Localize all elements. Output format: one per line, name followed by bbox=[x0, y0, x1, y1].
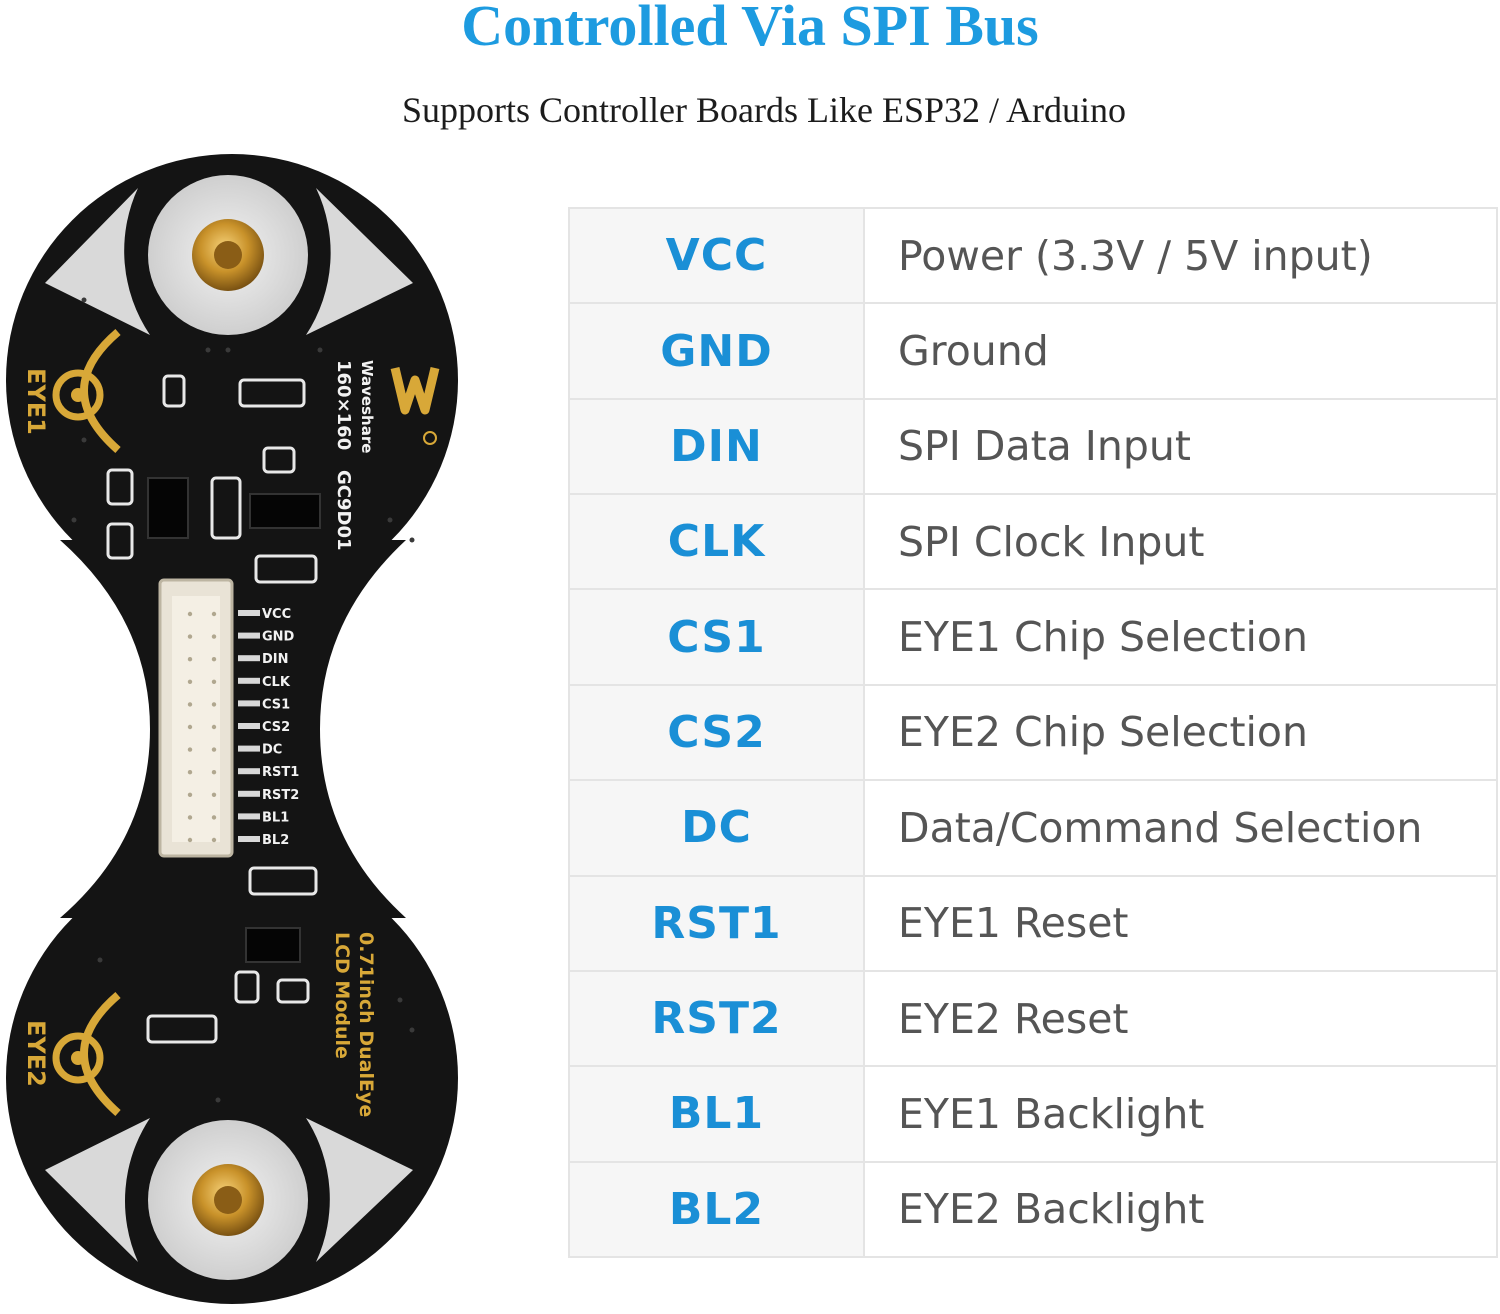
connector-contact bbox=[211, 702, 217, 707]
pin-name: CS1 bbox=[568, 588, 865, 686]
connector-contact bbox=[211, 657, 217, 662]
connector-contact bbox=[187, 611, 193, 617]
page-title: Controlled Via SPI Bus bbox=[461, 0, 1039, 58]
eye2-icon bbox=[52, 991, 121, 1116]
eye2-label: EYE2 bbox=[22, 1020, 50, 1087]
pin-name: RST1 bbox=[568, 874, 865, 972]
smd-components bbox=[106, 374, 321, 1044]
connector-trace bbox=[238, 723, 260, 729]
connector-contact bbox=[187, 837, 193, 843]
pin-name: BL2 bbox=[568, 1160, 865, 1259]
vias bbox=[71, 297, 415, 1103]
connector-trace bbox=[238, 655, 260, 662]
connector-trace bbox=[238, 790, 260, 797]
connector-contact bbox=[187, 792, 193, 797]
module-title-line1: 0.71inch DualEye bbox=[355, 932, 377, 1117]
connector-contact bbox=[211, 792, 217, 797]
pin-name: DC bbox=[568, 779, 865, 877]
connector-contact bbox=[211, 770, 217, 775]
pin-description: EYE1 Reset bbox=[863, 874, 1498, 972]
connector-trace bbox=[238, 700, 260, 707]
pin-description: Ground bbox=[863, 302, 1498, 400]
connector-contact bbox=[211, 724, 217, 730]
connector-trace bbox=[238, 632, 260, 639]
pin-name: VCC bbox=[568, 206, 865, 305]
pin-description: SPI Data Input bbox=[863, 397, 1498, 496]
connector-pin-label: CS2 bbox=[262, 720, 290, 735]
connector-pin-label: CLK bbox=[262, 675, 291, 690]
connector-pin-label: GND bbox=[262, 630, 295, 645]
connector-pin-label: RST1 bbox=[262, 765, 299, 780]
pin-description: EYE2 Chip Selection bbox=[863, 683, 1498, 782]
connector-pin-label: VCC bbox=[262, 607, 291, 622]
pin-header-connector bbox=[158, 578, 234, 858]
connector-contact bbox=[211, 611, 217, 617]
connector-trace bbox=[238, 813, 260, 820]
page-subtitle: Supports Controller Boards Like ESP32 / … bbox=[402, 90, 1126, 130]
connector-trace bbox=[238, 836, 260, 842]
connector-pin-label: RST2 bbox=[262, 788, 299, 803]
connector-pin-label: BL2 bbox=[262, 833, 289, 848]
pin-name: DIN bbox=[568, 397, 865, 496]
pin-name: CLK bbox=[568, 493, 865, 591]
pin-description: EYE1 Chip Selection bbox=[863, 588, 1498, 686]
connector-trace bbox=[238, 610, 260, 616]
connector-contact bbox=[211, 837, 217, 843]
connector-pin-label: DIN bbox=[262, 652, 289, 667]
pin-name: RST2 bbox=[568, 969, 865, 1068]
pin-description: EYE1 Backlight bbox=[863, 1065, 1498, 1163]
connector-contact bbox=[187, 702, 193, 707]
pin-name: BL1 bbox=[568, 1065, 865, 1163]
eye1-icon bbox=[52, 328, 121, 453]
connector-contact bbox=[211, 747, 217, 752]
connector-contact bbox=[187, 747, 193, 752]
connector-contact bbox=[211, 679, 217, 684]
connector-contact bbox=[187, 679, 193, 684]
connector-contact bbox=[187, 724, 193, 730]
eye1-label: EYE1 bbox=[22, 368, 50, 435]
pin-description: EYE2 Reset bbox=[863, 969, 1498, 1068]
bottom-eye-graphic bbox=[45, 1118, 413, 1280]
connector-contact bbox=[187, 657, 193, 662]
top-eye-graphic bbox=[45, 175, 413, 335]
waveshare-logo bbox=[390, 366, 440, 445]
pin-description: Power (3.3V / 5V input) bbox=[863, 206, 1498, 305]
connector-contact bbox=[211, 634, 217, 639]
pin-description: Data/Command Selection bbox=[863, 779, 1498, 877]
resolution-text: 160×160 bbox=[333, 360, 354, 450]
connector-contact bbox=[211, 815, 217, 820]
pin-description: SPI Clock Input bbox=[863, 493, 1498, 591]
connector-trace bbox=[238, 745, 260, 752]
connector-contact bbox=[187, 770, 193, 775]
pin-description: EYE2 Backlight bbox=[863, 1160, 1498, 1259]
pin-name: CS2 bbox=[568, 683, 865, 782]
lcd-module-board: EYE1 EYE2 Waveshare 160×160 GC9D01 0.71i… bbox=[6, 154, 458, 1304]
connector-pin-label: CS1 bbox=[262, 697, 290, 712]
module-title-line2: LCD Module bbox=[331, 932, 353, 1059]
connector-contact bbox=[187, 815, 193, 820]
connector-trace bbox=[238, 768, 260, 775]
driver-text: GC9D01 bbox=[333, 470, 354, 551]
connector-contact bbox=[187, 634, 193, 639]
brand-text: Waveshare bbox=[358, 360, 376, 453]
connector-pin-label: BL1 bbox=[262, 810, 289, 825]
connector-pin-label: DC bbox=[262, 743, 282, 758]
connector-trace bbox=[238, 677, 260, 684]
pin-name: GND bbox=[568, 302, 865, 400]
